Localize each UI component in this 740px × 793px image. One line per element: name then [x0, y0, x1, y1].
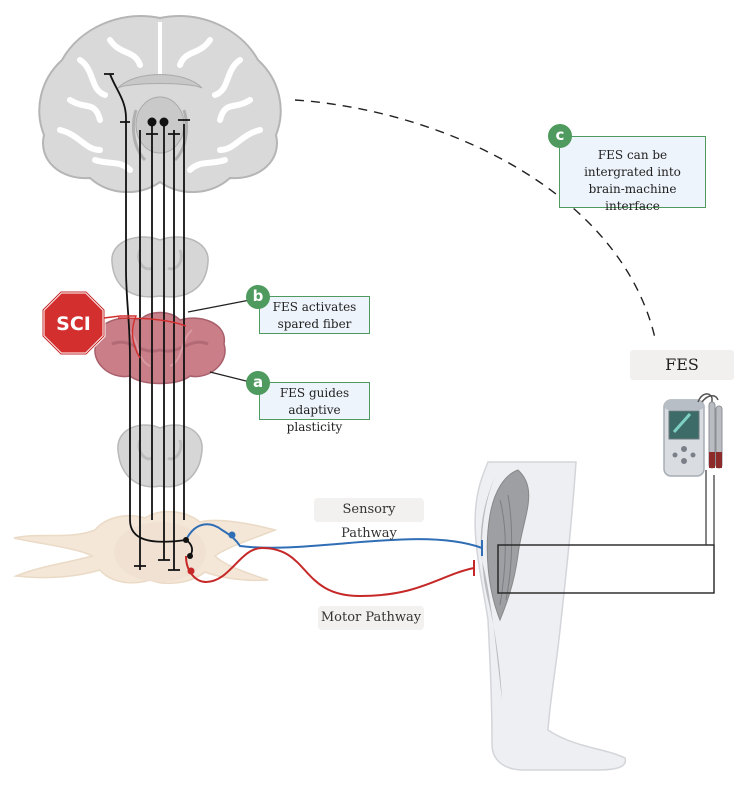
callout-c-line2: intergrated into	[584, 165, 681, 179]
fes-device-icon	[663, 393, 723, 477]
leg-icon	[474, 461, 627, 771]
stop-sign-icon: SCI	[41, 290, 106, 356]
injury-fibers	[117, 315, 187, 359]
callout-b-line2: spared fiber	[277, 317, 352, 331]
badge-a: a	[246, 371, 270, 395]
spinal-cord-lower	[117, 424, 203, 488]
sensory-pathway-label: Sensory Pathway	[314, 498, 424, 541]
callout-b: FES activates spared fiber	[259, 296, 370, 334]
callout-a-line1: FES guides	[279, 386, 350, 400]
sci-label: SCI	[56, 313, 91, 335]
fes-label: FES	[630, 350, 734, 380]
badge-b: b	[246, 285, 270, 309]
callout-c-line1: FES can be	[597, 148, 668, 162]
sensory-node	[228, 531, 236, 539]
sensory-pathway-line	[185, 523, 483, 549]
callout-c-line3: brain-machine interface	[588, 182, 677, 213]
callout-a-line2: adaptive plasticity	[286, 403, 343, 434]
callout-c: FES can be intergrated into brain-machin…	[559, 136, 706, 213]
motor-node	[187, 567, 195, 575]
brain-icon	[38, 15, 282, 193]
motor-pathway-line	[185, 546, 475, 598]
connector-b	[187, 299, 251, 313]
callout-b-line1: FES activates	[272, 300, 357, 314]
neuron-body-right	[159, 117, 169, 127]
neuron-body-left	[147, 117, 157, 127]
motor-pathway-label: Motor Pathway	[318, 606, 424, 630]
spinal-cord-lumbar	[13, 510, 278, 585]
callout-a: FES guides adaptive plasticity	[259, 382, 370, 434]
electrode-circuit	[497, 544, 715, 594]
badge-c: c	[548, 124, 572, 148]
injured-spinal-segment	[94, 311, 226, 385]
connector-a	[209, 371, 251, 383]
